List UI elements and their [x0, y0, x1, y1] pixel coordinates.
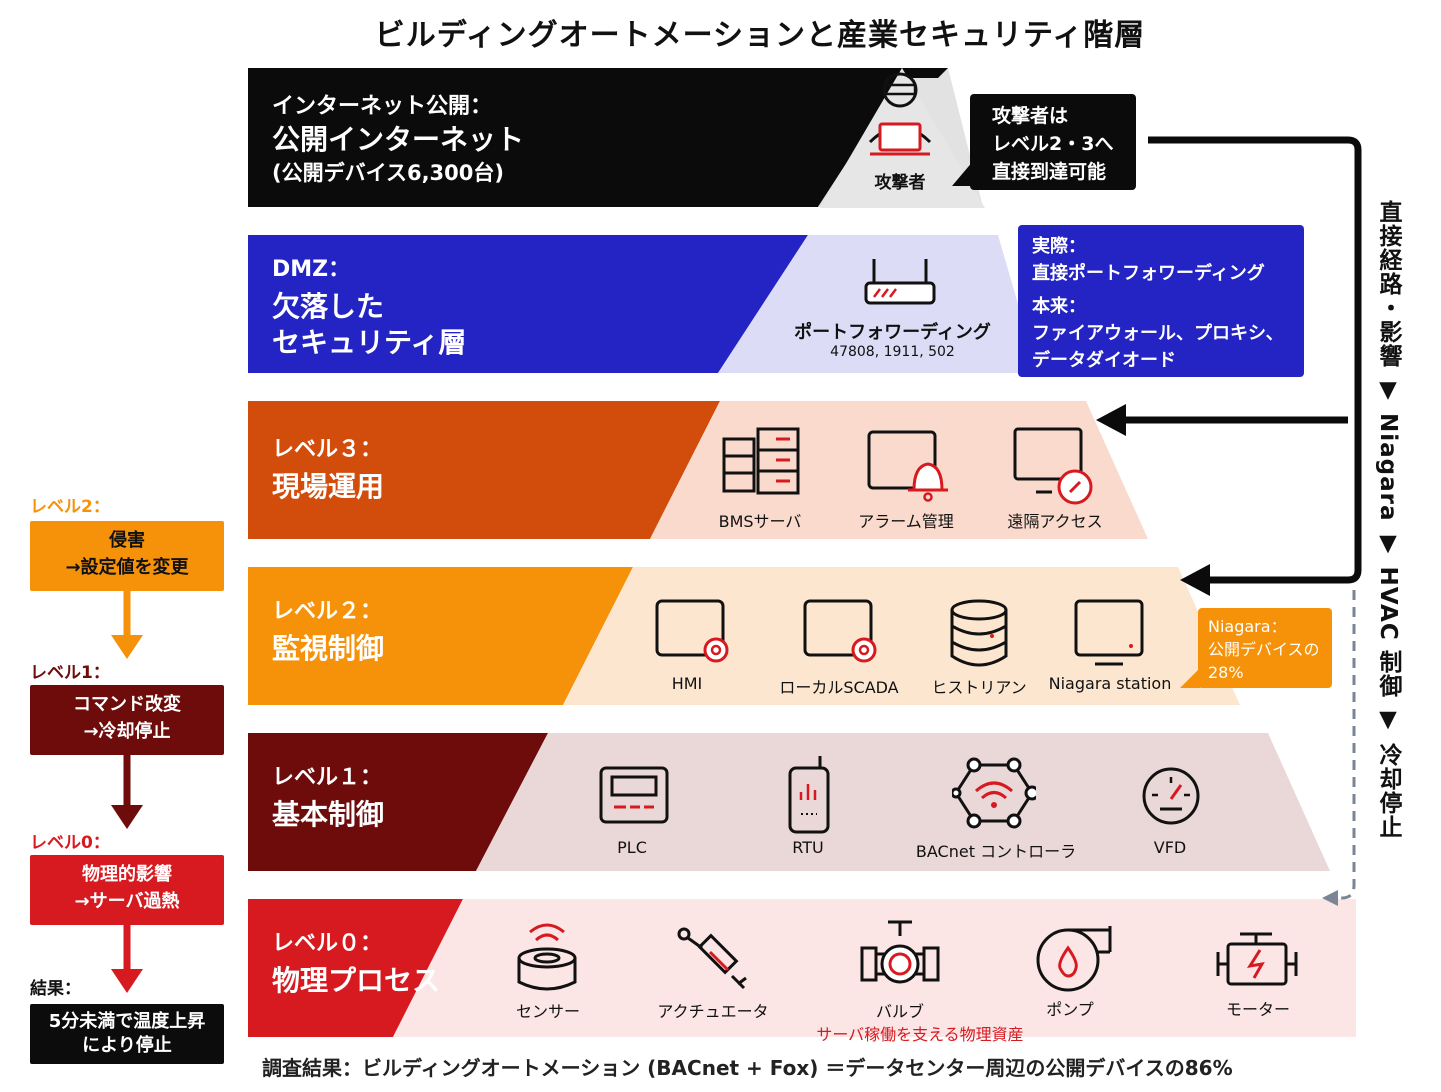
sensor-icon [517, 923, 577, 991]
direct-path-arrows [1096, 136, 1362, 906]
port-forwarding-ports: 47808, 1911, 502 [830, 344, 955, 360]
layer-level0-title: 物理プロセス [272, 964, 441, 997]
attacker-callout-pointer [952, 160, 974, 186]
niagara-note: Niagara： 公開デバイスの 28% [1198, 608, 1332, 688]
flow-arrow-3 [111, 925, 143, 993]
local-scada-label: ローカルSCADA [779, 678, 899, 697]
layer-level1: レベル１： 基本制御 [248, 733, 1330, 871]
remote-access-icon [1013, 427, 1093, 505]
flow-tag-level1: レベル1： [30, 663, 110, 683]
pump-label: ポンプ [1046, 1000, 1094, 1019]
historian-label: ヒストリアン [931, 678, 1027, 697]
niagara-note-line2: 公開デバイスの [1208, 640, 1320, 659]
plc-label: PLC [617, 838, 647, 857]
hmi-icon [655, 599, 729, 663]
niagara-note-line3: 28% [1208, 663, 1244, 682]
actuator-icon [677, 927, 747, 990]
layer-level2-shape [248, 567, 1240, 705]
flow-tag-level0: レベル0： [30, 833, 110, 853]
flow-box-level1-line1: コマンド改変 [73, 694, 181, 715]
bms-server-icon [722, 427, 800, 495]
local-scada-icon [803, 599, 877, 663]
dmz-note-actual-label: 実際： [1032, 236, 1086, 257]
bacnet-controller-icon [952, 757, 1036, 829]
layer-internet-sub: (公開デバイス6,300台) [272, 161, 504, 185]
dmz-note-ideal-label: 本来： [1032, 296, 1086, 317]
layer-level2-small: レベル２： [272, 599, 383, 624]
dmz-note-ideal1: ファイアウォール、プロキシ、 [1032, 323, 1284, 344]
layer-level1-title: 基本制御 [272, 798, 385, 831]
layer-level3-title: 現場運用 [272, 470, 385, 503]
layer-level3-small: レベル３： [272, 437, 383, 462]
layer-internet-title: 公開インターネット [272, 123, 525, 156]
dmz-note: 実際： 直接ポートフォワーディング 本来： ファイアウォール、プロキシ、 データ… [1018, 225, 1304, 377]
layer-level2-title: 監視制御 [272, 632, 385, 665]
attacker-callout-line3: 直接到達可能 [992, 161, 1107, 183]
attacker-icon [868, 72, 932, 156]
niagara-station-icon [1074, 599, 1144, 666]
valve-icon [860, 920, 940, 984]
layer-dmz-title2: セキュリティ層 [272, 326, 467, 359]
flow-tag-result: 結果： [30, 979, 81, 999]
flow-box-result-line2: により停止 [82, 1035, 172, 1056]
dmz-note-actual: 直接ポートフォワーディング [1032, 263, 1265, 284]
layer-level1-shape [248, 733, 1330, 871]
vfd-label: VFD [1153, 838, 1187, 857]
port-forwarding-label: ポートフォワーディング [794, 322, 991, 343]
page-title: ビルディングオートメーションと産業セキュリティ階層 [374, 18, 1146, 53]
layer-level1-small: レベル１： [272, 765, 383, 790]
layer-level3-shape [248, 401, 1148, 539]
rtu-label: RTU [792, 838, 824, 857]
motor-icon [1216, 932, 1298, 986]
niagara-station-label: Niagara station [1048, 674, 1172, 693]
attacker-callout-line1: 攻撃者は [992, 105, 1069, 127]
physical-assets-caption: サーバ稼働を支える物理資産 [816, 1025, 1024, 1044]
motor-label: モーター [1225, 1000, 1290, 1019]
actuator-label: アクチュエータ [657, 1002, 769, 1021]
layer-level3: レベル３： 現場運用 [248, 401, 1148, 539]
flow-box-level1: コマンド改変 →冷却停止 [30, 685, 224, 755]
layer-dmz-title1: 欠落した [272, 290, 385, 323]
flow-box-result: 5分未満で温度上昇 により停止 [30, 1004, 224, 1064]
side-path-label: 直接経路・影響 ▼ Niagara ▼ HVAC 制御 ▼ 冷却停止 [1375, 200, 1401, 839]
flow-box-level2: 侵害 →設定値を変更 [30, 521, 224, 591]
dmz-note-ideal2: データダイオード [1032, 350, 1176, 371]
flow-box-level2-line2: →設定値を変更 [65, 557, 189, 578]
attacker-callout: 攻撃者は レベル2・3へ 直接到達可能 [970, 94, 1136, 190]
niagara-note-pointer [1180, 668, 1200, 688]
bacnet-controller-label: BACnet コントローラ [915, 842, 1077, 861]
flow-box-level1-line2: →冷却停止 [83, 721, 171, 742]
layer-internet-small: インターネット公開： [272, 94, 493, 119]
layer-level2: レベル２： 監視制御 [248, 567, 1240, 705]
attacker-callout-line2: レベル2・3へ [992, 133, 1114, 155]
router-icon [864, 259, 936, 305]
footer-finding: 調査結果：ビルディングオートメーション (BACnet + Fox) ＝データセ… [262, 1056, 1233, 1080]
flow-tag-level2: レベル2： [30, 497, 110, 517]
valve-label: バルブ [875, 1002, 924, 1021]
flow-box-level0: 物理的影響 →サーバ過熱 [30, 855, 224, 925]
bms-server-label: BMSサーバ [718, 512, 802, 531]
flow-box-result-line1: 5分未満で温度上昇 [48, 1011, 206, 1032]
layer-dmz-small: DMZ： [272, 257, 351, 282]
layer-level0: レベル０： 物理プロセス [248, 899, 1356, 1037]
flow-arrow-2 [111, 755, 143, 829]
layer-level0-small: レベル０： [272, 931, 383, 956]
remote-access-label: 遠隔アクセス [1007, 512, 1103, 531]
sensor-label: センサー [515, 1002, 580, 1021]
layer-internet: インターネット公開： 公開インターネット (公開デバイス6,300台) [248, 68, 983, 207]
rtu-icon [788, 756, 830, 834]
flow-arrow-1 [111, 591, 143, 659]
hmi-label: HMI [671, 674, 703, 693]
flow-box-level2-line1: 侵害 [109, 530, 145, 551]
plc-icon [599, 766, 669, 824]
alarm-icon [867, 430, 948, 502]
alarm-mgmt-label: アラーム管理 [858, 512, 954, 531]
niagara-note-line1: Niagara： [1208, 617, 1287, 636]
historian-icon [950, 599, 1008, 667]
attacker-label: 攻撃者 [874, 173, 926, 193]
flow-box-level0-line1: 物理的影響 [82, 864, 172, 885]
vfd-gauge-icon [1142, 767, 1200, 825]
pump-icon [1036, 926, 1112, 992]
flow-box-level0-line2: →サーバ過熱 [74, 891, 180, 912]
